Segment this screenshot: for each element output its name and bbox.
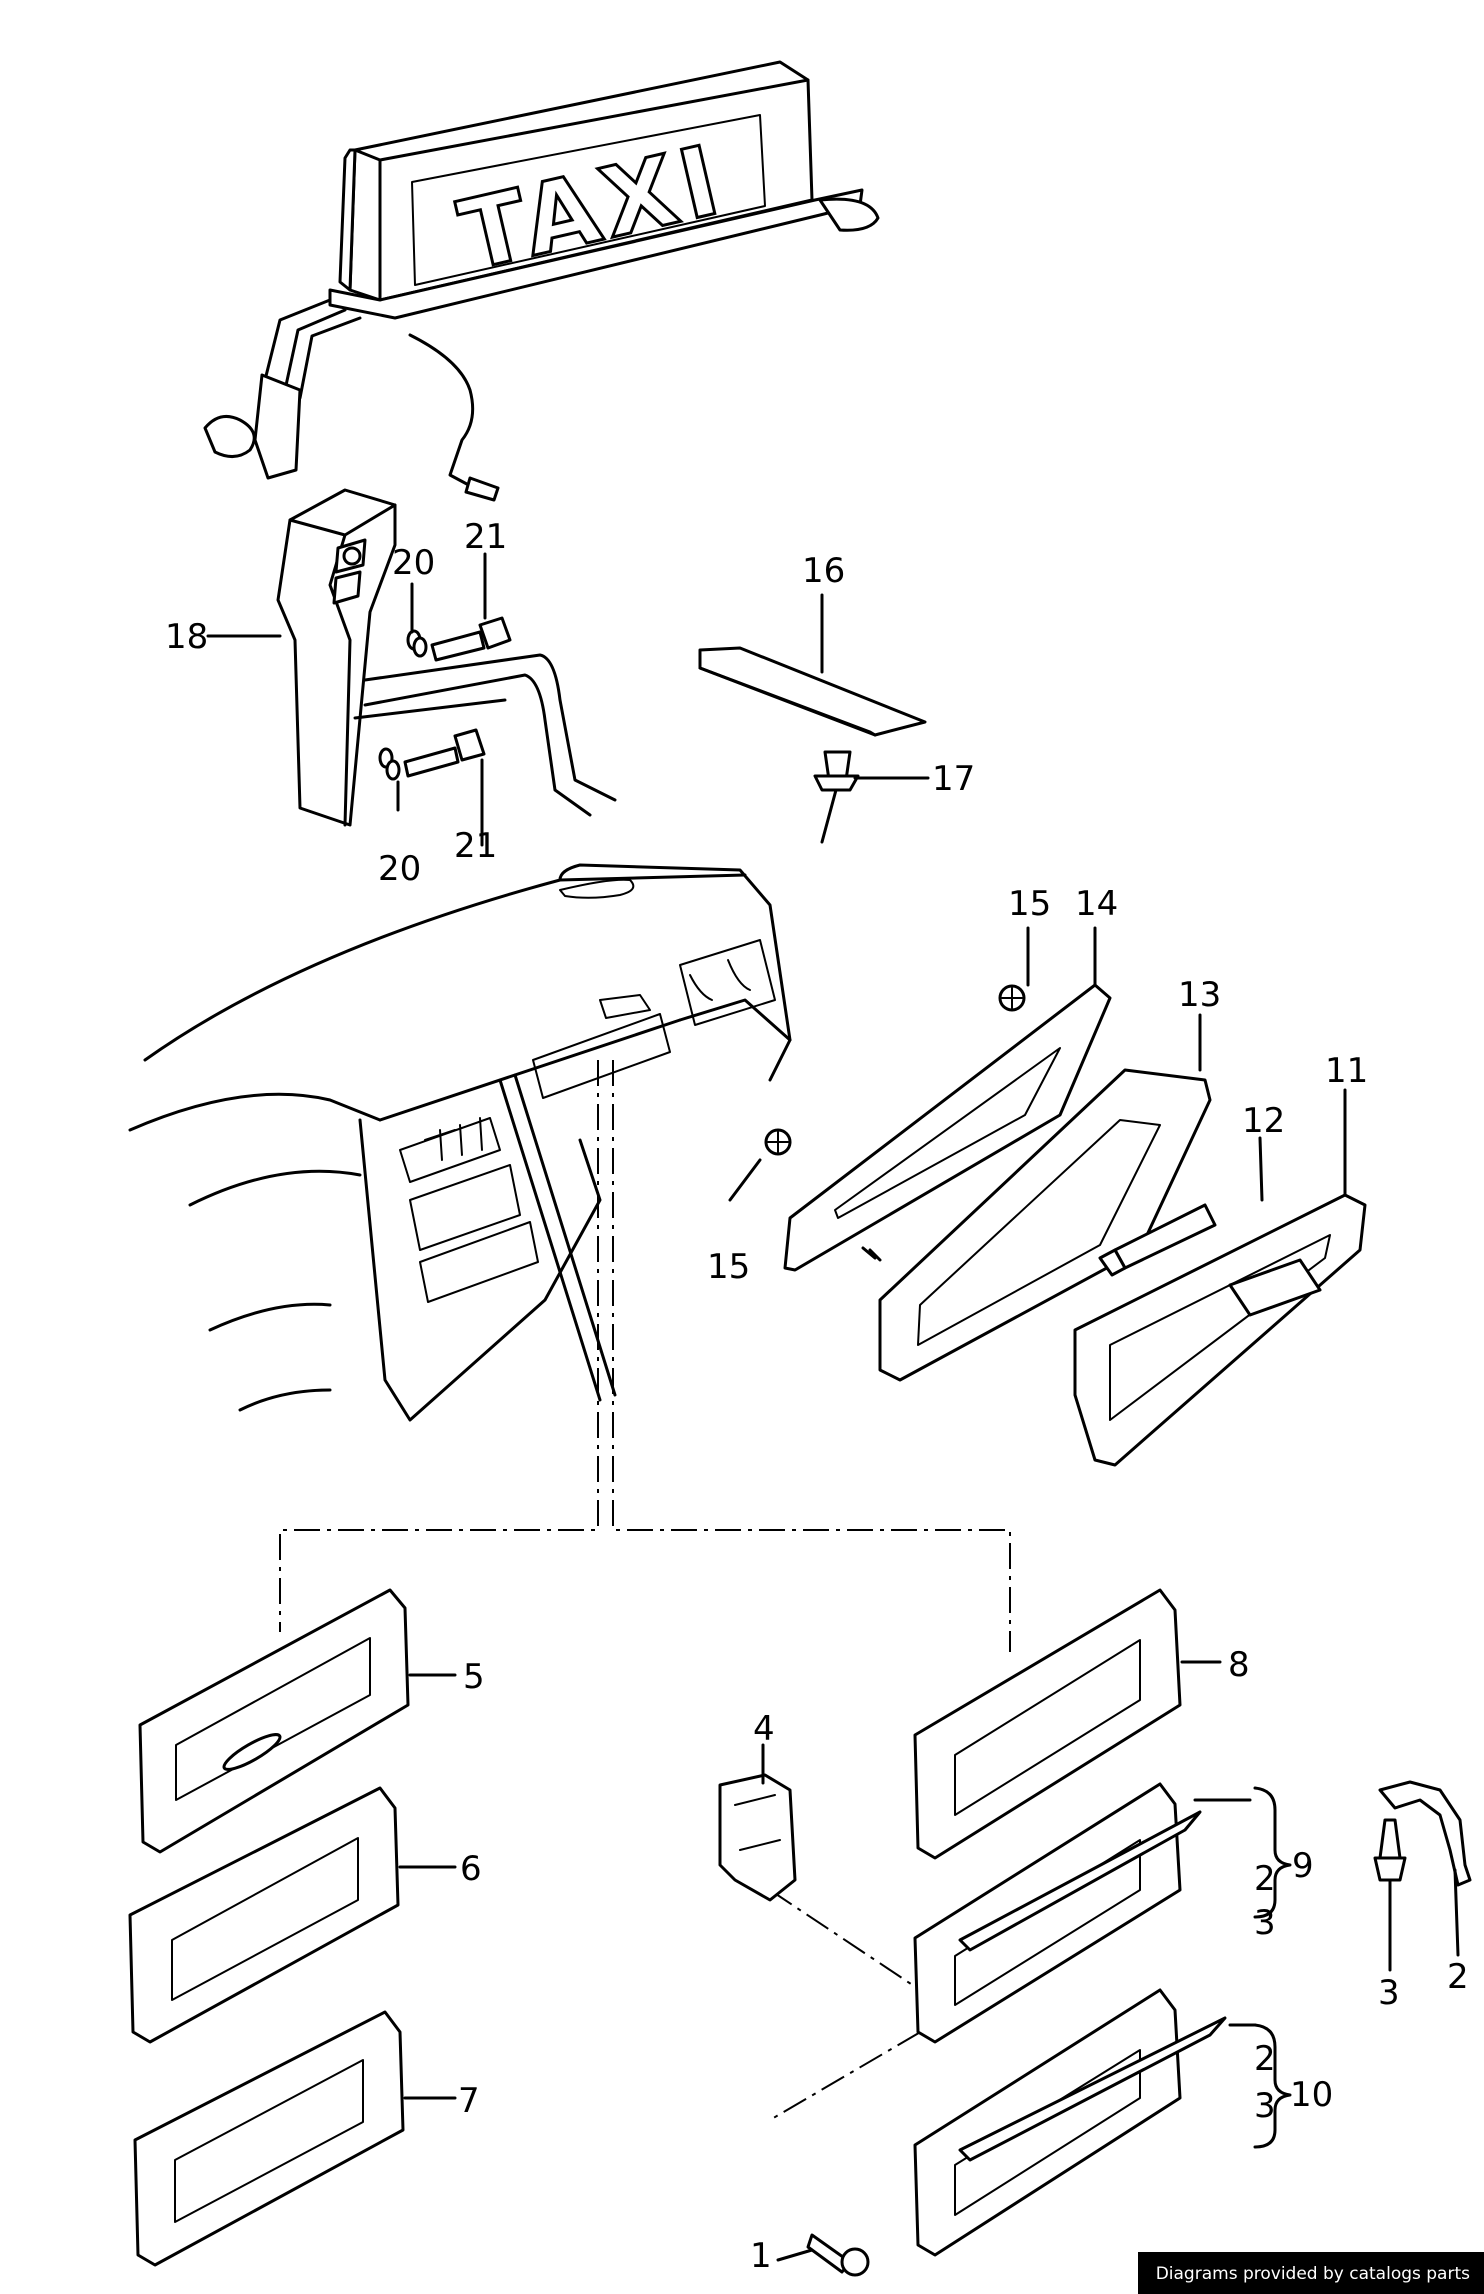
roof-light-switch xyxy=(276,488,617,827)
callout-10: 10 xyxy=(1290,2075,1333,2115)
callout-3-pin: 3 xyxy=(1378,1973,1400,2013)
callout-20-lower: 20 xyxy=(378,849,421,889)
blank-panel-7 xyxy=(133,2010,405,2267)
callout-16: 16 xyxy=(802,551,845,591)
blank-panel-9 xyxy=(913,1782,1202,2044)
blank-panel-10 xyxy=(913,1988,1227,2257)
callout-14: 14 xyxy=(1075,884,1118,924)
callout-11: 11 xyxy=(1325,1051,1368,1091)
callout-18: 18 xyxy=(165,617,208,657)
trim-strip-16 xyxy=(698,646,927,737)
bolt-21-upper xyxy=(430,616,512,662)
callout-15-lower: 15 xyxy=(707,1247,750,1287)
clip-15-upper xyxy=(998,984,1026,1012)
bracket-4 xyxy=(718,1773,797,1902)
callout-13: 13 xyxy=(1178,975,1221,1015)
blank-panel-8 xyxy=(913,1588,1182,1860)
blank-panel-6 xyxy=(128,1786,400,2044)
washer-20-upper xyxy=(406,629,428,658)
callout-21-upper: 21 xyxy=(464,517,507,557)
taxi-roof-sign: TAXI xyxy=(203,60,880,502)
callout-12: 12 xyxy=(1242,1101,1285,1141)
callout-6: 6 xyxy=(460,1849,482,1889)
callout-21-lower: 21 xyxy=(454,826,497,866)
callout-15-upper: 15 xyxy=(1008,884,1051,924)
callout-labels: 1 2 2 2 3 3 3 4 5 6 7 8 9 10 11 12 13 14… xyxy=(165,517,1469,2276)
lamp-11 xyxy=(1073,1193,1367,1467)
callout-9: 9 xyxy=(1292,1846,1314,1886)
callout-8: 8 xyxy=(1228,1645,1250,1685)
clip-2 xyxy=(1378,1780,1472,1887)
callout-2-group-10: 2 xyxy=(1254,2039,1276,2079)
bulb-12 xyxy=(1098,1203,1217,1277)
credit-caption: Diagrams provided by catalogs parts xyxy=(1137,2252,1484,2294)
callout-1: 1 xyxy=(750,2236,772,2276)
pin-3 xyxy=(1373,1818,1407,1967)
dashboard xyxy=(128,863,792,1422)
callout-20-upper: 20 xyxy=(392,543,435,583)
clip-15-lower xyxy=(764,1128,792,1156)
washer-20-lower xyxy=(378,747,401,781)
callout-2-group-9: 2 xyxy=(1254,1859,1276,1899)
callout-2-clip: 2 xyxy=(1447,1957,1469,1997)
rivet-17 xyxy=(813,750,860,844)
callout-4: 4 xyxy=(753,1709,775,1749)
callout-3-group-9: 3 xyxy=(1254,1903,1276,1943)
callout-3-group-10: 3 xyxy=(1254,2086,1276,2126)
callout-7: 7 xyxy=(458,2081,480,2121)
callout-17: 17 xyxy=(932,759,975,799)
callout-5: 5 xyxy=(463,1657,485,1697)
housing-13 xyxy=(861,1068,1212,1382)
screw-1 xyxy=(806,2233,870,2277)
bolt-21-lower xyxy=(403,728,486,778)
blank-panel-5 xyxy=(138,1588,410,1854)
